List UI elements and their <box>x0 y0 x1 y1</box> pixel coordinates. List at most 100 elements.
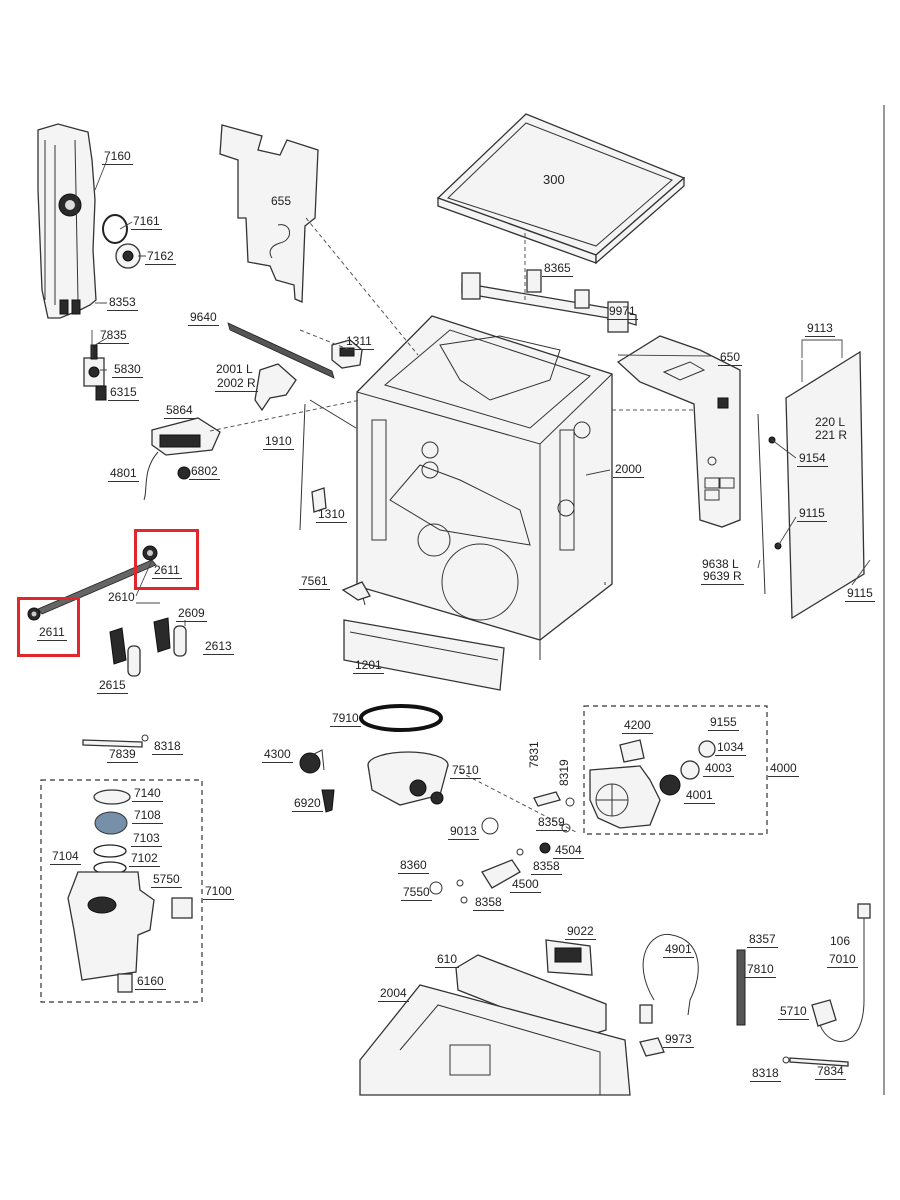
label-8357: 8357 <box>747 932 778 948</box>
label-9013: 9013 <box>448 824 479 840</box>
hose-7810 <box>736 949 746 1026</box>
label-1201: 1201 <box>353 658 384 674</box>
label-4901: 4901 <box>663 942 694 958</box>
label-2004: 2004 <box>378 986 409 1002</box>
label-7510: 7510 <box>450 763 481 779</box>
label-9973: 9973 <box>663 1032 694 1048</box>
label-4300: 4300 <box>262 747 293 763</box>
clamps-9013 <box>481 817 571 854</box>
label-9022: 9022 <box>565 924 596 940</box>
label-2611-lower: 2611 <box>37 625 67 641</box>
label-8358-upper: 8358 <box>531 859 562 875</box>
pump-4300 <box>299 749 325 774</box>
label-7102: 7102 <box>129 851 160 867</box>
insulation-650 <box>616 335 741 528</box>
label-9638: 9638 L <box>702 557 739 571</box>
label-2001: 2001 L <box>216 362 253 376</box>
insulation-655 <box>219 124 319 303</box>
label-4500: 4500 <box>510 877 541 893</box>
label-1910: 1910 <box>263 434 294 450</box>
label-5864: 5864 <box>164 403 195 419</box>
label-7100: 7100 <box>203 884 234 900</box>
label-8353: 8353 <box>107 295 138 311</box>
label-9639: 9639 R <box>701 569 744 585</box>
label-8318-right: 8318 <box>750 1066 781 1082</box>
label-6920: 6920 <box>292 796 323 812</box>
cable-7010 <box>819 903 871 1042</box>
label-655: 655 <box>271 194 292 208</box>
label-8360: 8360 <box>398 858 429 874</box>
label-4504: 4504 <box>553 843 584 859</box>
assembly-box-7100 <box>40 779 203 1003</box>
part-2611-lower <box>27 607 41 621</box>
label-221: 221 R <box>815 428 848 442</box>
label-9113: 9113 <box>805 321 835 337</box>
label-7160: 7160 <box>102 149 133 165</box>
module-9022 <box>545 939 593 976</box>
label-9115-lower: 9115 <box>845 586 875 602</box>
parts-7100-group <box>67 789 193 993</box>
label-106: 106 <box>830 934 851 948</box>
label-2610: 2610 <box>108 590 135 604</box>
label-lines <box>94 159 871 626</box>
label-6160: 6160 <box>135 974 166 990</box>
cable-4801 <box>143 451 159 501</box>
label-2000: 2000 <box>613 462 644 478</box>
label-2609: 2609 <box>176 606 207 622</box>
bracket-2001-2002 <box>254 363 297 412</box>
label-4200: 4200 <box>622 718 653 734</box>
label-7103: 7103 <box>131 831 162 847</box>
part-1310 <box>311 487 327 513</box>
label-7835: 7835 <box>98 328 129 344</box>
part-2615 <box>109 617 171 665</box>
label-8319: 8319 <box>557 759 571 786</box>
label-8359: 8359 <box>536 815 567 831</box>
label-4000: 4000 <box>768 761 799 777</box>
part-9973 <box>639 1037 665 1057</box>
seal-1910 <box>299 399 357 531</box>
cable-4901 <box>639 933 699 1024</box>
cap-7162 <box>115 243 141 269</box>
clamps-7550 <box>429 879 468 904</box>
label-8365: 8365 <box>542 261 573 277</box>
hoses-7831-8319 <box>533 791 575 807</box>
label-4003: 4003 <box>703 761 734 777</box>
valve-5830 <box>83 344 105 387</box>
cap-6802 <box>177 466 191 480</box>
label-9154: 9154 <box>797 451 828 467</box>
label-7839: 7839 <box>107 747 138 763</box>
heater-4500 <box>481 848 524 889</box>
label-610: 610 <box>435 952 460 968</box>
sensor-6920 <box>321 789 335 813</box>
label-7910: 7910 <box>330 711 361 727</box>
seal-7910 <box>359 704 443 732</box>
label-2613: 2613 <box>203 639 234 655</box>
label-7161: 7161 <box>131 214 162 230</box>
label-9155: 9155 <box>708 715 739 731</box>
label-7810: 7810 <box>745 962 776 978</box>
label-8358-lower: 8358 <box>473 895 504 911</box>
relation-lines <box>209 217 694 833</box>
label-6802: 6802 <box>189 464 220 480</box>
part-7561 <box>341 581 371 601</box>
label-300: 300 <box>543 172 565 187</box>
label-7550: 7550 <box>401 885 432 901</box>
label-9115-upper: 9115 <box>797 506 827 522</box>
label-9971: 9971 <box>607 304 638 320</box>
label-220: 220 L <box>815 415 846 429</box>
label-1311: 1311 <box>344 334 374 350</box>
label-1310: 1310 <box>316 507 347 523</box>
label-4801: 4801 <box>108 466 139 482</box>
label-5750: 5750 <box>151 872 182 888</box>
screws-9113 <box>801 345 843 382</box>
base-1201 <box>343 619 505 691</box>
top-cover-300 <box>436 113 686 265</box>
sump-7510 <box>367 751 449 806</box>
label-7162: 7162 <box>145 249 176 265</box>
assembly-box-4000 <box>583 705 768 835</box>
label-2615: 2615 <box>97 678 128 694</box>
label-7561: 7561 <box>299 574 330 590</box>
strap-7839 <box>82 734 149 748</box>
label-5710: 5710 <box>778 1004 809 1020</box>
